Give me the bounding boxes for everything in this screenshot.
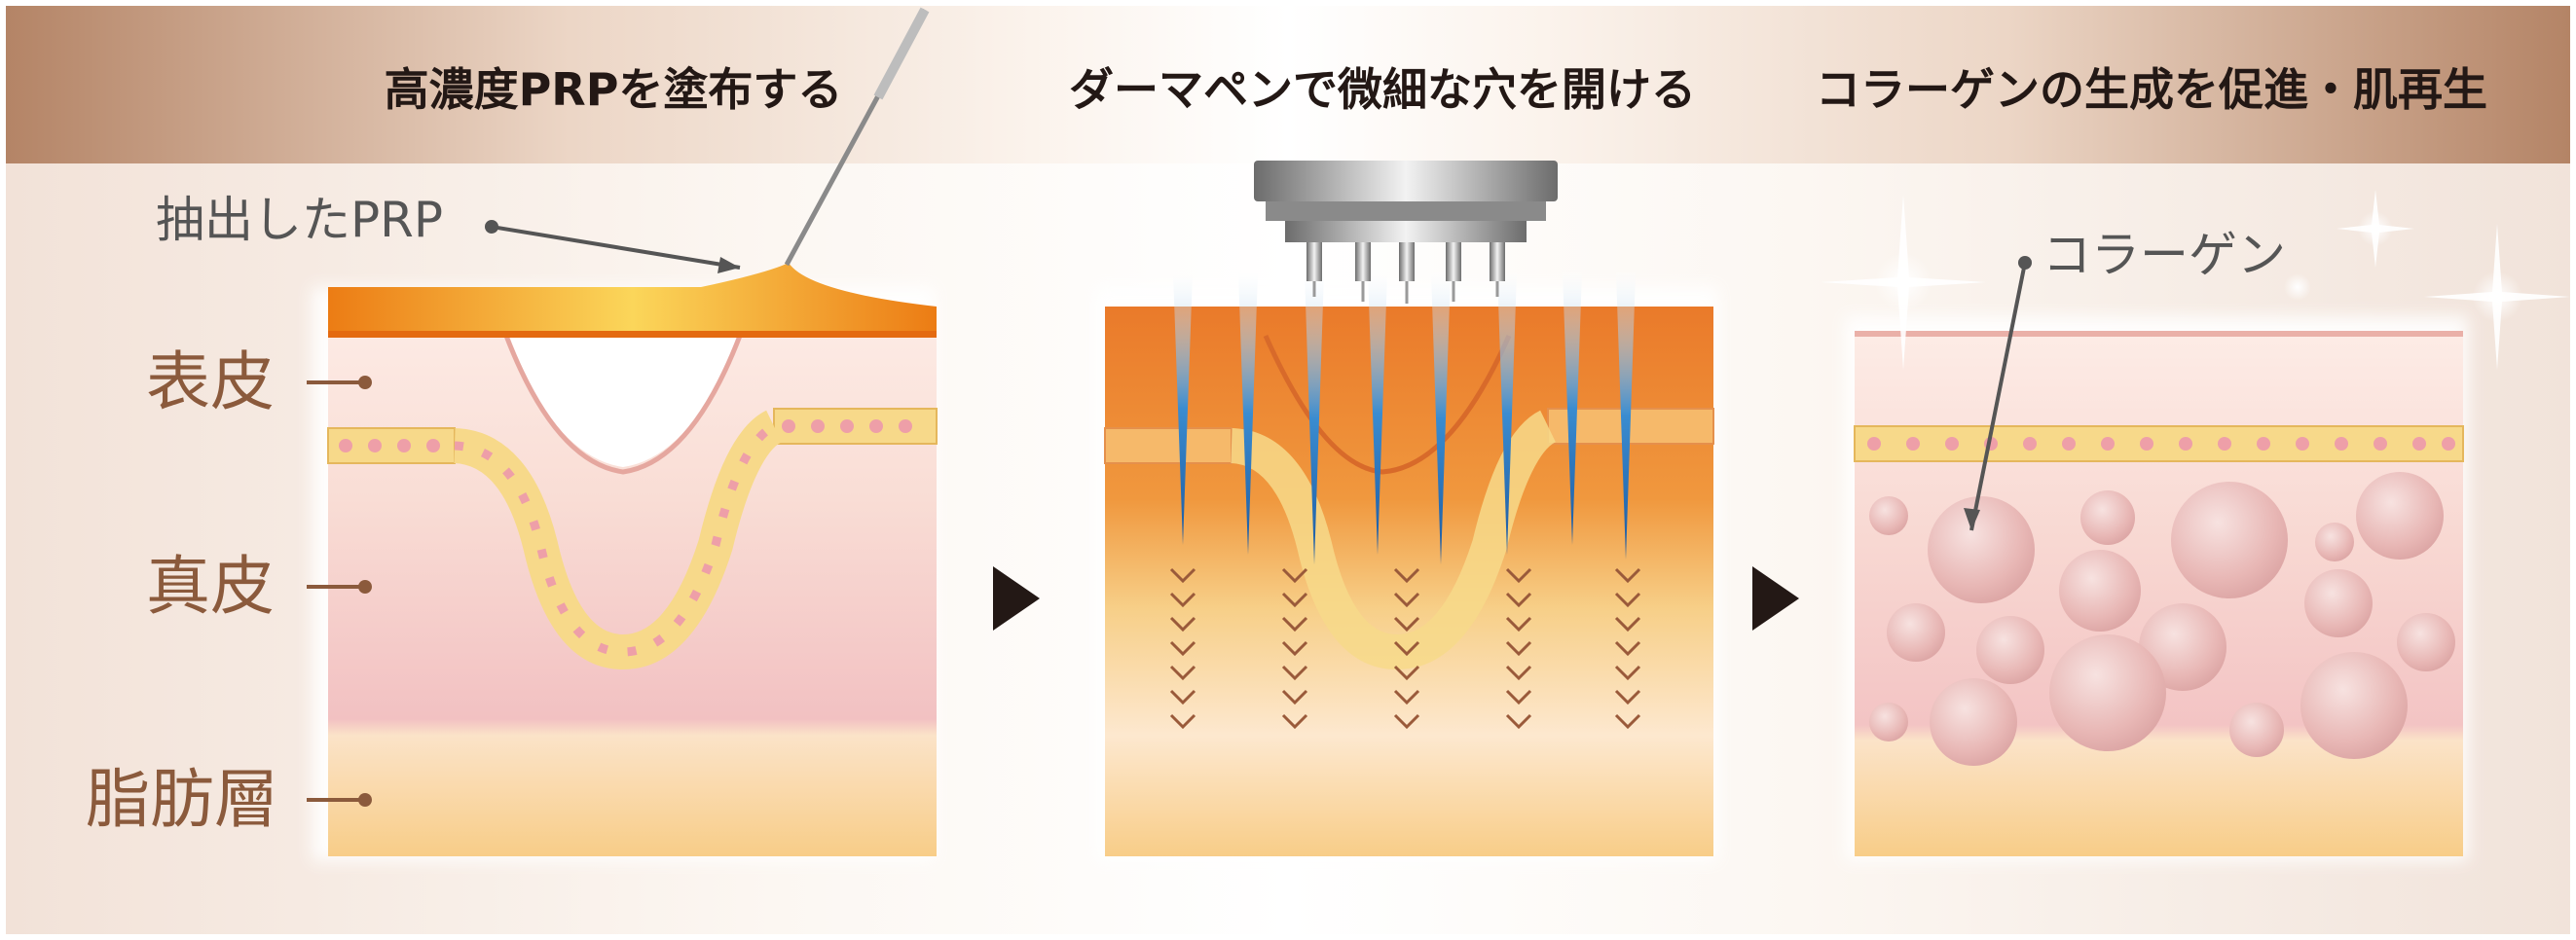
collagen-fibers [1869,472,2455,766]
prp-callout-label: 抽出したPRP [156,192,444,248]
step-2-title: ダーマペンで微細な穴を開ける [1069,63,1696,116]
sparkle-icon [1821,190,2570,370]
step-1-title: 高濃度PRPを塗布する [384,63,843,116]
epidermis-label: 表皮 [146,344,275,419]
step-3-title: コラーゲンの生成を促進・肌再生 [1816,63,2487,116]
dermis-label: 真皮 [146,549,275,624]
arrow-right-icon [993,566,1040,631]
fat-layer-label: 脂肪層 [86,762,278,837]
panel-3 [1821,190,2570,856]
panel-1 [307,7,938,856]
header-band [6,6,2570,163]
panel-2 [1104,161,1714,856]
collagen-callout-label: コラーゲン [2042,227,2286,283]
arrow-right-icon [1752,566,1799,631]
dermapen-icon [1254,161,1558,304]
